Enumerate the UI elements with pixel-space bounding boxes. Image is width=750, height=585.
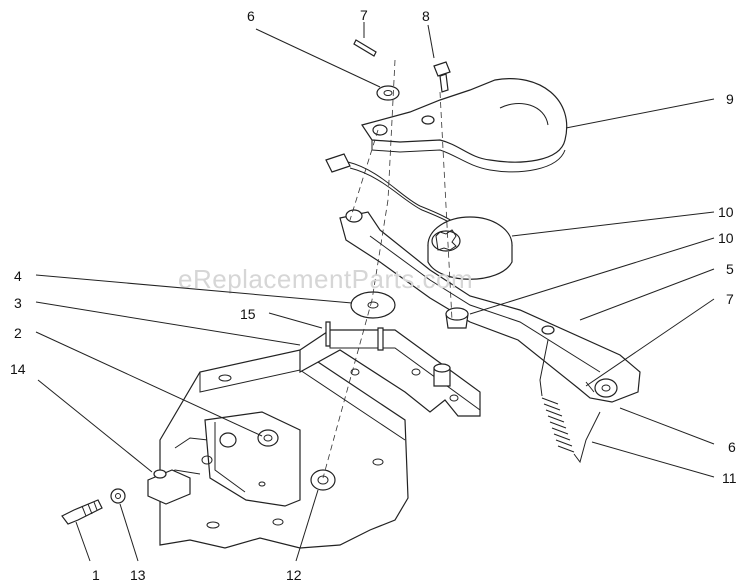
callout-6-right: 6 <box>728 439 736 455</box>
leader-lines <box>35 22 715 562</box>
callout-3: 3 <box>14 295 22 311</box>
pin-7-top <box>353 39 377 57</box>
spring <box>539 339 601 464</box>
callout-labels: 6 7 8 9 10 10 5 7 6 11 4 3 15 2 14 1 13 … <box>10 7 737 583</box>
cam-plate <box>361 78 568 173</box>
callout-1: 1 <box>92 567 100 583</box>
callout-15: 15 <box>240 306 256 322</box>
callout-8: 8 <box>422 8 430 24</box>
roll-pins <box>325 321 384 351</box>
bracket-boss <box>257 429 279 447</box>
callout-2: 2 <box>14 325 22 341</box>
assembly-axes <box>322 59 453 479</box>
callout-5: 5 <box>726 261 734 277</box>
bolt-1 <box>61 499 103 525</box>
callout-13: 13 <box>130 567 146 583</box>
washer-13 <box>110 488 126 504</box>
pivot-shaft <box>61 469 191 525</box>
callout-7-right: 7 <box>726 291 734 307</box>
top-hardware <box>353 39 451 101</box>
washer-6-top <box>376 85 400 101</box>
nut-12 <box>310 469 336 491</box>
watermark-text: eReplacementParts.com <box>178 264 473 294</box>
sensor-hub <box>427 216 513 280</box>
side-bracket <box>201 411 301 507</box>
callout-6-top: 6 <box>247 8 255 24</box>
callout-10-upper: 10 <box>718 204 734 220</box>
callout-10-lower: 10 <box>718 230 734 246</box>
washer-6-right <box>594 378 618 398</box>
callout-9: 9 <box>726 91 734 107</box>
callout-12: 12 <box>286 567 302 583</box>
callout-7-top: 7 <box>360 7 368 23</box>
washer-4 <box>350 291 396 319</box>
callout-11: 11 <box>722 470 737 486</box>
bolt-8 <box>433 61 451 77</box>
connector <box>325 153 351 173</box>
callout-4: 4 <box>14 268 22 284</box>
callout-14: 14 <box>10 361 26 377</box>
